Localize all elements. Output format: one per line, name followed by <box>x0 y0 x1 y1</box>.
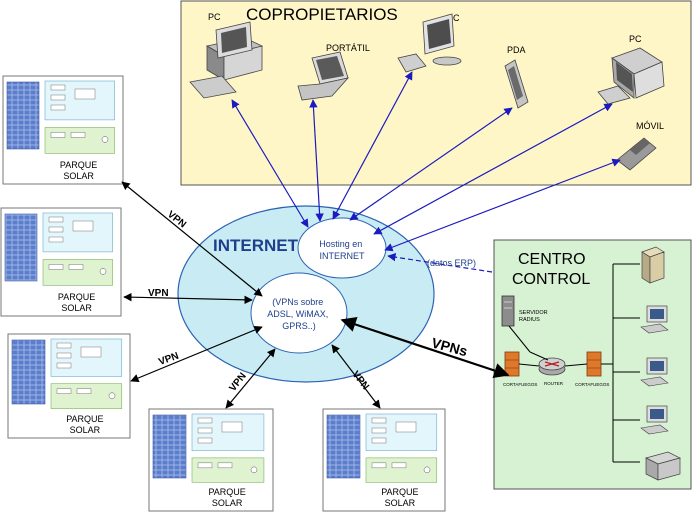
parque-solar-label-line: PARQUE <box>208 487 245 497</box>
solar-panel-array <box>11 339 46 405</box>
parque-solar-label-line: SOLAR <box>61 303 92 313</box>
router-icon <box>538 357 566 376</box>
solar-panel-array <box>4 213 38 282</box>
server-tower-icon <box>641 246 665 284</box>
parque-solar-label-line: PARQUE <box>58 292 95 302</box>
hosting-line-2: INTERNET <box>320 251 366 261</box>
vpn-label-1: VPN <box>165 209 188 230</box>
device-label-pc-2: PC <box>447 13 460 23</box>
workstation-icon-3 <box>640 405 669 435</box>
vpn-cloud-label: (VPNs sobre ADSL, WiMAX, GPRS..) <box>267 297 331 331</box>
copropietarios-title: COPROPIETARIOS <box>246 5 398 24</box>
vpns-main-arrow <box>340 317 510 378</box>
vpn-label-4: VPN <box>227 371 248 394</box>
centro-line-1: CENTRO <box>518 251 586 268</box>
pda-icon <box>504 59 529 109</box>
parque-solar-label-line: SOLAR <box>385 498 416 508</box>
servidor-line-1: SERVIDOR <box>519 310 548 316</box>
vpn-cloud-node <box>250 272 348 354</box>
cortafuegos-label-left: CORTAFUEGOS <box>503 382 537 387</box>
datos-erp-label: (datos ERP) <box>427 258 476 268</box>
parque-solar-label-line: PARQUE <box>66 414 103 424</box>
power-schematic <box>44 127 115 154</box>
vpn-cloud-line-1: (VPNs sobre <box>272 297 323 307</box>
vpn-cloud-line-2: ADSL, WiMAX, <box>267 309 328 319</box>
parque-solar-label-line: SOLAR <box>70 425 101 435</box>
vpn-cloud-line-3: GPRS..) <box>282 321 316 331</box>
firewall-icon-left <box>504 351 520 377</box>
centro-control-title: CENTRO CONTROL <box>512 251 590 288</box>
datos-erp-arrow <box>387 252 493 273</box>
vpn-label-2: VPN <box>148 288 169 299</box>
hosting-label: Hosting en INTERNET <box>319 239 365 261</box>
radius-server-icon <box>501 295 515 327</box>
parque-solar-label-line: PARQUE <box>381 487 418 497</box>
device-label-portatil: PORTÁTIL <box>326 43 370 53</box>
cortafuegos-label-right: CORTAFUEGOS <box>575 382 609 387</box>
centro-wires <box>508 263 640 463</box>
flat-monitor-pc-icon <box>397 13 462 73</box>
printer-icon <box>645 451 681 481</box>
device-label-movil: MÓVIL <box>636 121 664 131</box>
parque-solar-label-line: SOLAR <box>212 498 243 508</box>
parque-vpn-arrows <box>121 181 381 409</box>
firewall-icon-right <box>586 351 602 377</box>
centro-line-2: CONTROL <box>512 271 590 288</box>
device-hosting-arrows <box>231 71 621 252</box>
servidor-radius-label: SERVIDOR RADIUS <box>519 310 549 323</box>
internet-title: INTERNET <box>213 236 299 255</box>
desktop-pc-icon <box>189 21 264 99</box>
servidor-line-2: RADIUS <box>519 317 540 323</box>
solar-panel-array <box>326 414 361 479</box>
mobile-phone-icon <box>616 137 657 171</box>
parque-solar-label-line: PARQUE <box>60 160 97 170</box>
router-label: ROUTER <box>544 381 564 386</box>
hosting-line-1: Hosting en <box>319 239 362 249</box>
parque-solar-label-line: SOLAR <box>63 171 94 181</box>
device-label-pda: PDA <box>507 45 526 55</box>
workstation-icon-2 <box>640 357 669 387</box>
vpn-label-5: VPN <box>350 369 371 392</box>
solar-panel-array <box>152 414 187 479</box>
crt-pc-icon <box>597 47 665 105</box>
solar-panel-array <box>6 81 40 150</box>
device-label-pc-1: PC <box>208 12 221 22</box>
device-label-pc-3: PC <box>629 34 642 44</box>
workstation-icon-1 <box>640 305 669 334</box>
